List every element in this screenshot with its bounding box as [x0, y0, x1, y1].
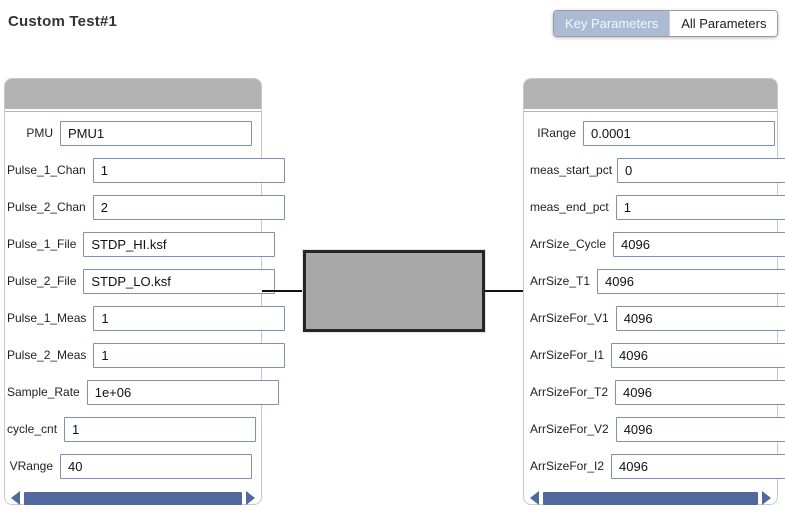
field-label-arrsize-t1: ArrSize_T1	[530, 274, 591, 288]
field-input-pulse-2-meas[interactable]	[93, 343, 286, 368]
scroll-right-icon[interactable]	[246, 491, 255, 505]
field-row: VRange	[5, 454, 261, 479]
field-input-arrsizefor-i1[interactable]	[611, 343, 785, 368]
field-row: Pulse_1_Meas	[5, 306, 286, 331]
field-row: Pulse_1_Chan	[5, 158, 285, 183]
field-label-pulse-1-meas: Pulse_1_Meas	[7, 311, 87, 325]
field-input-sample-rate[interactable]	[86, 380, 279, 405]
field-row: Pulse_2_File	[5, 269, 276, 294]
all-parameters-button[interactable]: All Parameters	[669, 11, 778, 36]
field-label-irange: IRange	[537, 126, 576, 140]
left-panel-fields: PMU Pulse_1_Chan Pulse_2_Chan Pulse_1_Fi…	[5, 121, 286, 479]
field-row: ArrSizeFor_I2	[524, 454, 785, 479]
field-label-meas-end-pct: meas_end_pct	[530, 200, 609, 214]
field-row: IRange	[524, 121, 777, 146]
right-panel-hscrollbar[interactable]	[530, 491, 771, 505]
field-label-pulse-2-file: Pulse_2_File	[7, 274, 77, 288]
left-panel-header	[5, 79, 261, 109]
field-label-pulse-1-file: Pulse_1_File	[7, 237, 77, 251]
scroll-right-icon[interactable]	[762, 491, 771, 505]
scroll-left-icon[interactable]	[11, 491, 20, 505]
field-row: ArrSize_Cycle	[524, 232, 785, 257]
field-input-meas-end-pct[interactable]	[615, 195, 785, 220]
right-panel-fields: IRange meas_start_pct meas_end_pct ArrSi…	[524, 121, 785, 479]
left-panel-hscrollbar[interactable]	[11, 491, 255, 505]
field-label-pulse-1-chan: Pulse_1_Chan	[7, 163, 86, 177]
field-row: ArrSizeFor_V1	[524, 306, 785, 331]
right-connector-wire	[485, 290, 523, 292]
right-panel-header	[524, 79, 777, 109]
key-parameters-button[interactable]: Key Parameters	[554, 11, 670, 36]
parameter-view-toggle: Key Parameters All Parameters	[553, 10, 779, 37]
field-input-pulse-1-chan[interactable]	[92, 158, 285, 183]
field-row: Pulse_2_Meas	[5, 343, 286, 368]
field-row: cycle_cnt	[5, 417, 261, 442]
field-input-arrsizefor-v1[interactable]	[615, 306, 785, 331]
field-input-arrsize-t1[interactable]	[597, 269, 785, 294]
device-symbol[interactable]	[303, 250, 485, 332]
field-label-arrsizefor-v2: ArrSizeFor_V2	[530, 422, 609, 436]
field-input-pulse-1-meas[interactable]	[93, 306, 286, 331]
field-row: ArrSize_T1	[524, 269, 785, 294]
field-row: meas_start_pct	[524, 158, 785, 183]
field-input-pmu[interactable]	[60, 121, 252, 146]
field-label-arrsizefor-v1: ArrSizeFor_V1	[530, 311, 609, 325]
field-label-arrsizefor-i1: ArrSizeFor_I1	[530, 348, 605, 362]
field-row: ArrSizeFor_V2	[524, 417, 785, 442]
field-row: PMU	[5, 121, 261, 146]
field-row: Pulse_1_File	[5, 232, 276, 257]
field-input-meas-start-pct[interactable]	[617, 158, 785, 183]
right-parameters-panel: IRange meas_start_pct meas_end_pct ArrSi…	[523, 78, 785, 505]
field-row: meas_end_pct	[524, 195, 785, 220]
field-input-pulse-1-file[interactable]	[83, 232, 276, 257]
field-row: ArrSizeFor_I1	[524, 343, 785, 368]
field-label-arrsizefor-t2: ArrSizeFor_T2	[530, 385, 609, 399]
field-row: Sample_Rate	[5, 380, 279, 405]
field-input-cycle-cnt[interactable]	[64, 417, 257, 442]
field-label-vrange: VRange	[9, 459, 53, 473]
scroll-left-icon[interactable]	[530, 491, 539, 505]
right-panel-divider	[524, 111, 777, 112]
field-label-arrsizefor-i2: ArrSizeFor_I2	[530, 459, 605, 473]
field-input-arrsizefor-i2[interactable]	[611, 454, 785, 479]
field-input-pulse-2-chan[interactable]	[92, 195, 285, 220]
scrollbar-thumb[interactable]	[24, 491, 242, 505]
field-input-vrange[interactable]	[60, 454, 252, 479]
scrollbar-thumb[interactable]	[543, 491, 758, 505]
left-panel-divider	[5, 111, 261, 112]
field-label-pulse-2-meas: Pulse_2_Meas	[7, 348, 87, 362]
field-input-arrsizefor-t2[interactable]	[615, 380, 785, 405]
left-connector-wire	[262, 290, 303, 292]
field-input-arrsizefor-v2[interactable]	[615, 417, 785, 442]
field-label-sample-rate: Sample_Rate	[7, 385, 80, 399]
field-label-arrsize-cycle: ArrSize_Cycle	[530, 237, 607, 251]
field-label-meas-start-pct: meas_start_pct	[530, 163, 613, 177]
field-row: ArrSizeFor_T2	[524, 380, 785, 405]
field-label-cycle-cnt: cycle_cnt	[7, 422, 58, 436]
field-label-pmu: PMU	[26, 126, 53, 140]
field-input-pulse-2-file[interactable]	[83, 269, 276, 294]
field-row: Pulse_2_Chan	[5, 195, 285, 220]
field-input-arrsize-cycle[interactable]	[613, 232, 785, 257]
page-title: Custom Test#1	[8, 13, 118, 30]
field-label-pulse-2-chan: Pulse_2_Chan	[7, 200, 86, 214]
left-parameters-panel: PMU Pulse_1_Chan Pulse_2_Chan Pulse_1_Fi…	[4, 78, 286, 505]
field-input-irange[interactable]	[583, 121, 775, 146]
